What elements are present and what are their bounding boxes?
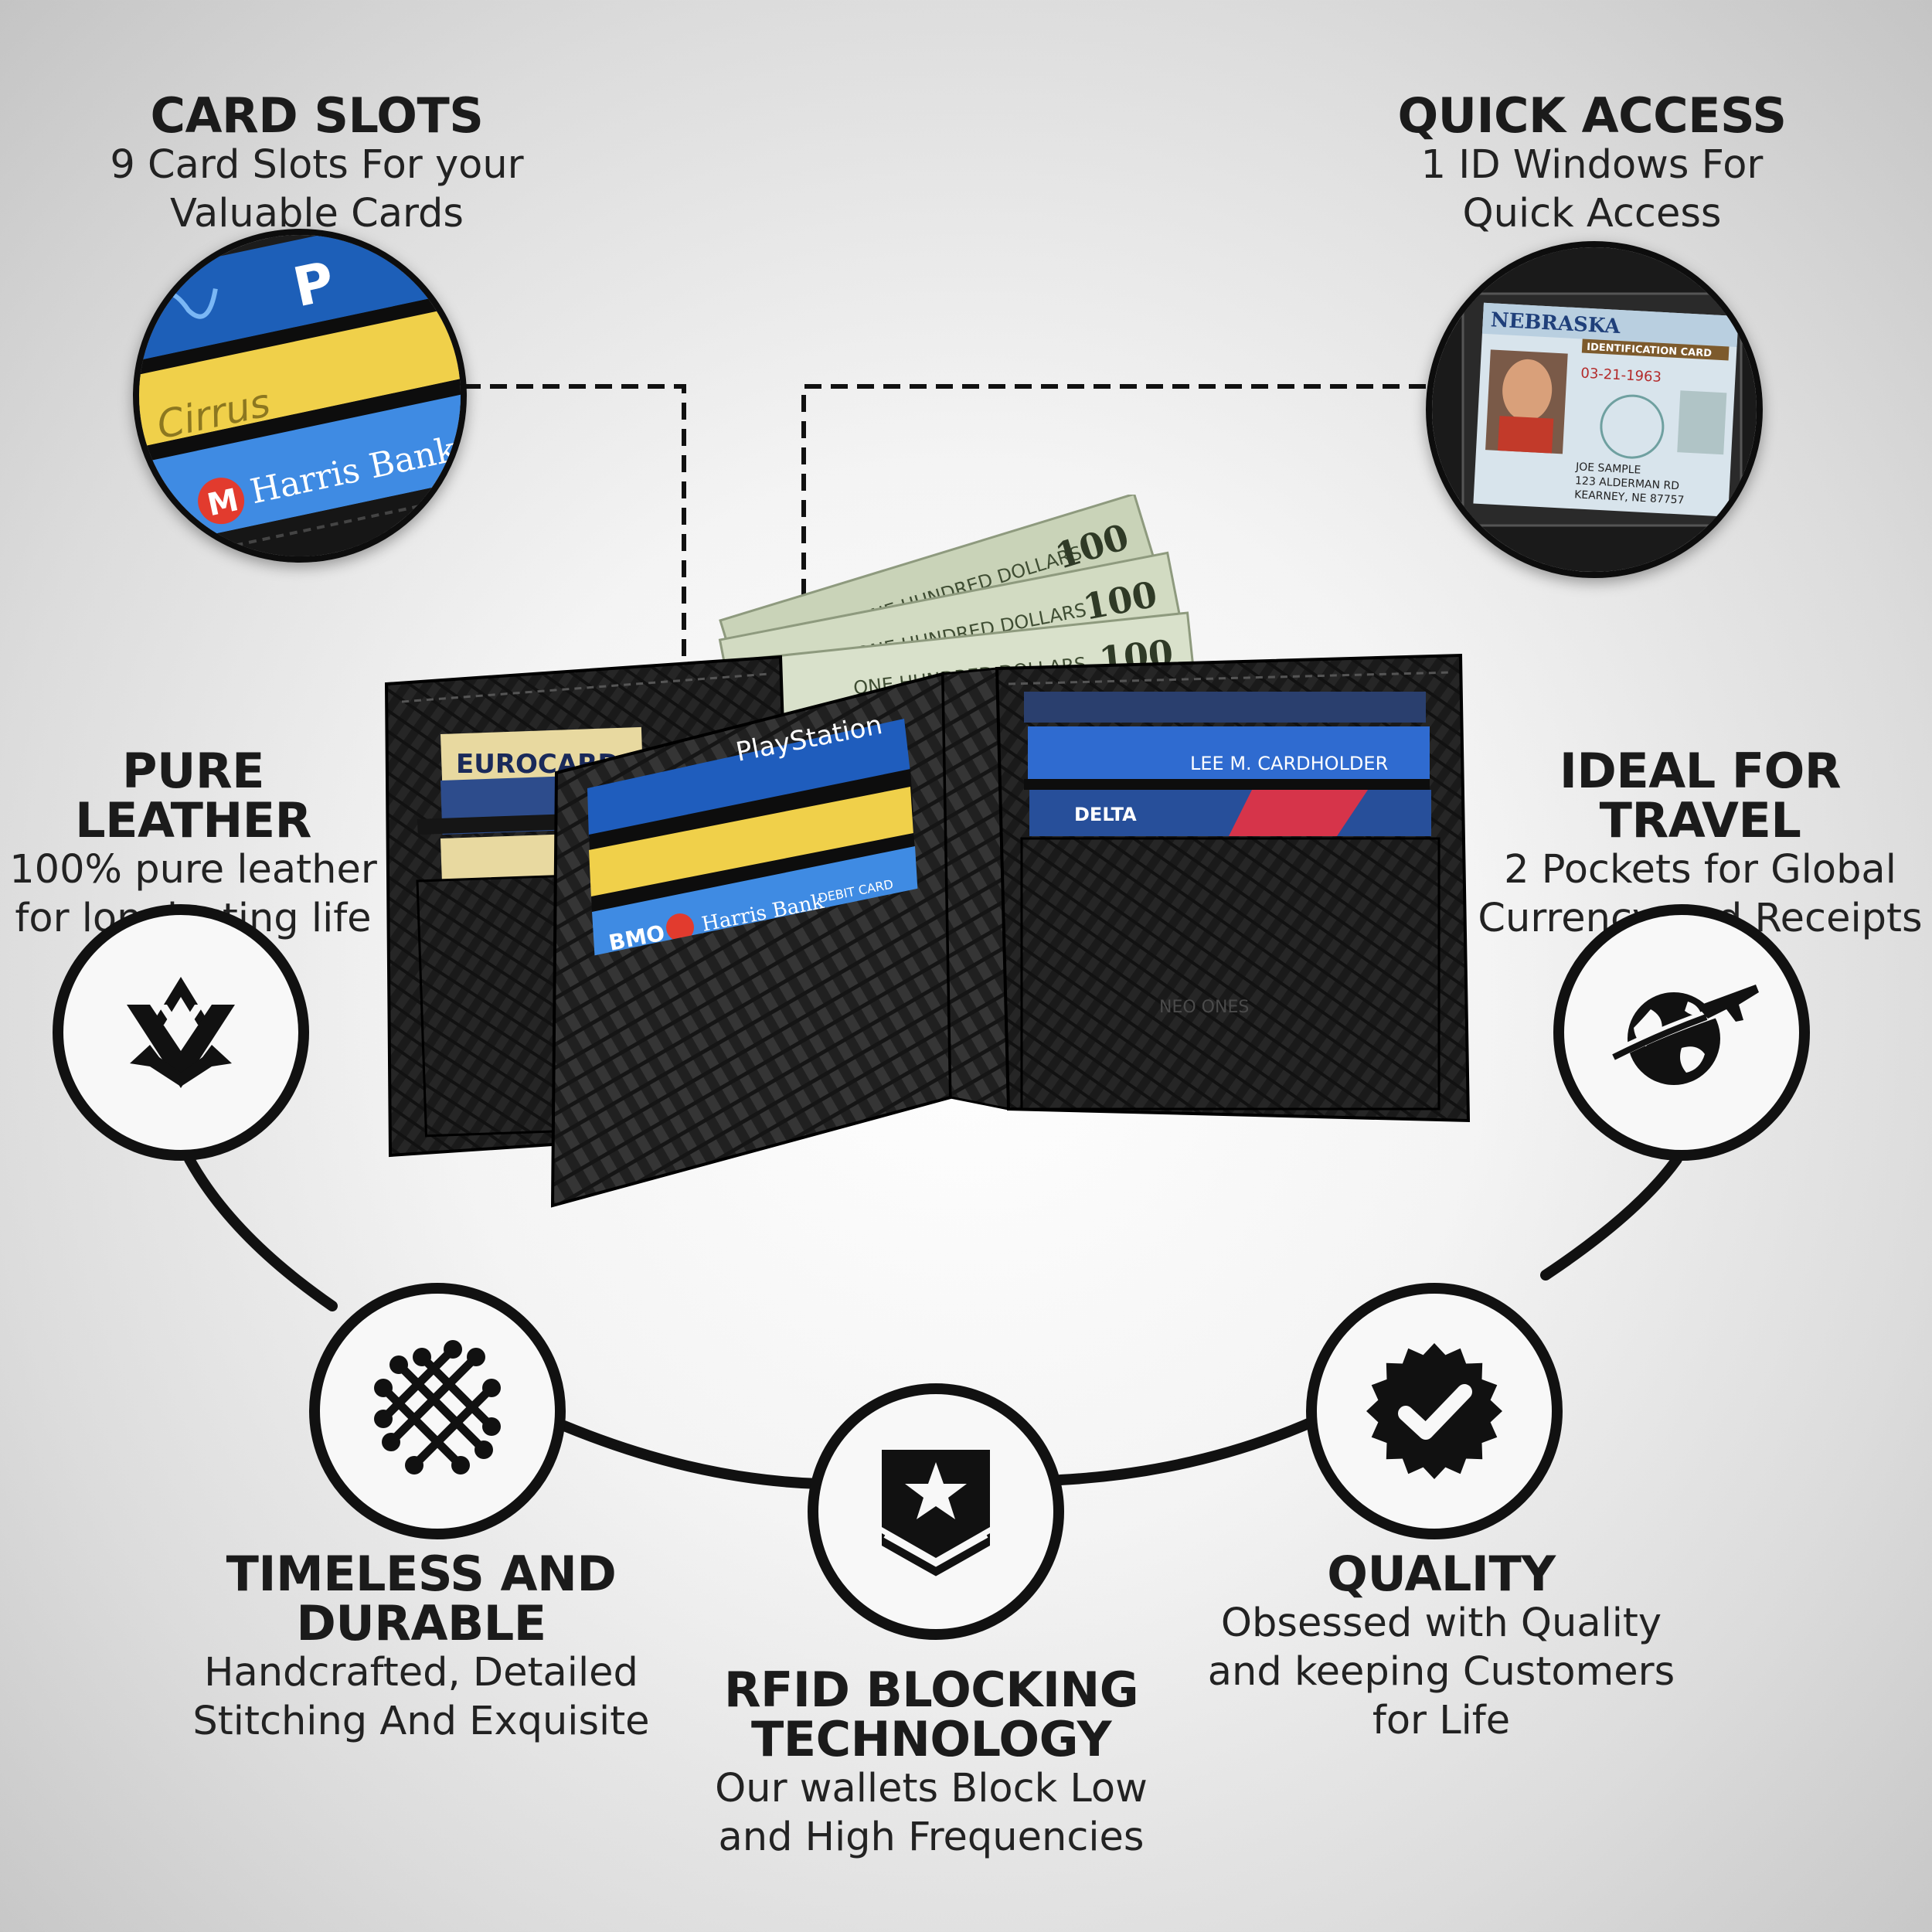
feature-title: IDEAL FOR TRAVEL <box>1559 743 1842 849</box>
feature-arc <box>184 1154 1682 1489</box>
feature-desc: Our wallets Block Low <box>715 1766 1148 1811</box>
id-name: JOE SAMPLE <box>1575 461 1641 476</box>
stitch-grid-icon <box>374 1340 501 1475</box>
feature-desc: Handcrafted, Detailed <box>204 1650 638 1696</box>
feature-ideal-travel: IDEAL FOR TRAVEL 2 Pockets for Global Cu… <box>1453 747 1932 943</box>
feature-title: RFID BLOCKING <box>723 1662 1139 1718</box>
brand-emboss: NEO ONES <box>1159 998 1249 1017</box>
feature-pure-leather: PURE LEATHER 100% pure leather for longl… <box>0 747 386 943</box>
svg-text:M: M <box>204 482 242 523</box>
travel-ring <box>1553 904 1810 1161</box>
id-address: 123 ALDERMAN RD <box>1575 474 1680 492</box>
id-city: KEARNEY, NE 87757 <box>1574 488 1685 506</box>
stitch-ring <box>309 1283 566 1539</box>
check-seal-icon <box>1366 1343 1502 1479</box>
feature-desc: Stitching And Exquisite <box>192 1699 650 1744</box>
quality-ring <box>1306 1283 1563 1539</box>
shield-star-icon <box>882 1450 990 1581</box>
feature-desc: Quick Access <box>1462 191 1722 236</box>
delta-label: DELTA <box>1074 804 1137 825</box>
feature-title: PURE LEATHER <box>75 743 311 849</box>
leather-badge-icon <box>127 977 235 1088</box>
card-slots-zoom: P Cirrus M Harris Bank <box>133 229 467 563</box>
feature-title: TECHNOLOGY <box>750 1711 1112 1767</box>
feature-desc: 1 ID Windows For <box>1420 142 1764 188</box>
id-window-closeup: NEBRASKA IDENTIFICATION CARD 03-21-1963 … <box>1432 247 1757 572</box>
globe-plane-icon <box>1612 985 1759 1085</box>
quick-access-zoom: NEBRASKA IDENTIFICATION CARD 03-21-1963 … <box>1426 241 1763 578</box>
cardholder-label: LEE M. CARDHOLDER <box>1190 753 1388 774</box>
feature-title: QUICK ACCESS <box>1397 87 1787 144</box>
feature-title: TIMELESS AND <box>226 1546 617 1602</box>
wallet-image: ONE HUNDRED DOLLARS 100 ONE HUNDRED DOLL… <box>384 495 1471 1208</box>
feature-title: DURABLE <box>296 1595 546 1651</box>
feature-desc: and High Frequencies <box>718 1815 1145 1860</box>
feature-desc: Obsessed with Quality <box>1220 1600 1662 1646</box>
leather-ring <box>53 904 309 1161</box>
feature-quick-access: QUICK ACCESS 1 ID Windows For Quick Acce… <box>1360 91 1824 238</box>
flap-cards: PlayStation BMO Harris Bank DEBIT CARD <box>581 709 929 997</box>
feature-quality: QUALITY Obsessed with Quality and keepin… <box>1190 1549 1692 1745</box>
right-card-stack: LEE M. CARDHOLDER DELTA <box>1024 692 1431 836</box>
feature-desc: for Life <box>1372 1698 1511 1743</box>
feature-desc: and keeping Customers <box>1207 1649 1675 1695</box>
rfid-ring <box>808 1383 1064 1640</box>
feature-desc: 9 Card Slots For your <box>110 142 524 188</box>
feature-title: QUALITY <box>1327 1546 1556 1602</box>
feature-desc: 100% pure leather <box>9 847 377 893</box>
feature-title: CARD SLOTS <box>150 87 484 144</box>
feature-card-slots: CARD SLOTS 9 Card Slots For your Valuabl… <box>85 91 549 238</box>
feature-desc: 2 Pockets for Global <box>1504 847 1896 893</box>
feature-timeless: TIMELESS AND DURABLE Handcrafted, Detail… <box>178 1549 665 1746</box>
feature-rfid: RFID BLOCKING TECHNOLOGY Our wallets Blo… <box>672 1665 1190 1862</box>
